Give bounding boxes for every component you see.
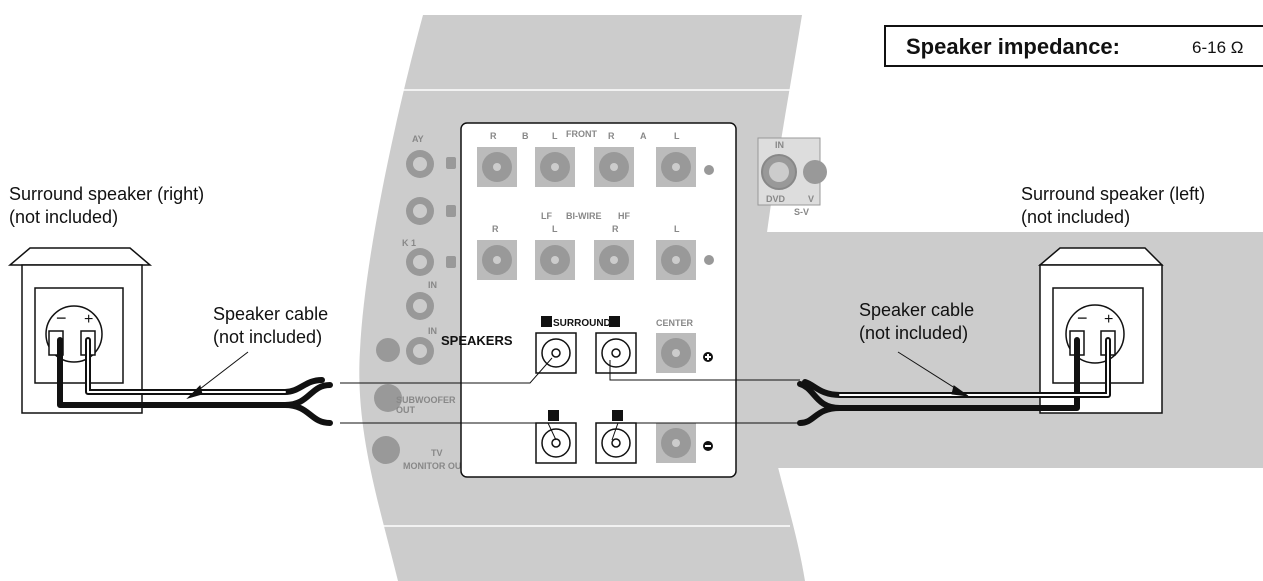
svg-text:+: + [1104,311,1113,328]
surround-label: SURROUND [553,318,611,329]
svg-text:−: − [1077,308,1088,328]
svg-text:AY: AY [412,134,424,144]
svg-text:−: − [56,308,67,328]
cable-pointer-right [186,351,249,400]
svg-text:L: L [674,224,680,234]
bi-wire-lf-label: LF [541,211,552,221]
impedance-label: Speaker impedance: [906,34,1120,59]
impedance-box: Speaker impedance: 6-16 Ω [884,25,1263,67]
speaker-right [7,247,153,414]
speaker-left-label-2: (not included) [1021,207,1131,227]
svg-text:IN: IN [428,326,437,336]
front-terminals-negative [477,240,696,280]
speaker-left-label-1: Surround speaker (left) [1021,184,1206,204]
svg-text:OUT: OUT [396,405,416,415]
impedance-value: 6-16 Ω [1192,38,1244,57]
bi-wire-label: BI-WIRE [566,211,602,221]
speaker-right-label-2: (not included) [9,207,119,227]
speaker-cable-left [797,337,1111,426]
svg-text:L: L [552,131,558,141]
svg-text:K 1: K 1 [402,238,416,248]
dvd-label: DVD [766,194,786,204]
svg-text:TV: TV [431,448,443,458]
s-v-label: S-V [794,207,809,217]
svg-text:B: B [522,131,529,141]
svg-text:R: R [612,224,619,234]
svg-text:A: A [640,131,647,141]
surround-terminal-right-positive [535,332,577,374]
bi-wire-hf-label: HF [618,211,630,221]
cable-pointer-left [897,351,969,397]
v-label: V [808,194,814,204]
front-terminals-positive [477,147,696,187]
cable-left-label-2: (not included) [859,323,969,343]
speaker-right-label-1: Surround speaker (right) [9,184,205,204]
svg-text:R: R [492,224,499,234]
side-panel-right [752,232,1263,468]
svg-text:R: R [490,131,497,141]
cable-left-label-1: Speaker cable [859,300,975,320]
center-label: CENTER [656,318,694,328]
cable-right-label-2: (not included) [213,327,323,347]
svg-text:L: L [674,131,680,141]
surround-terminal-left-positive [595,332,637,374]
speaker-cable-right [57,337,333,426]
speakers-label: SPEAKERS [441,333,513,348]
svg-text:SUBWOOFER: SUBWOOFER [396,395,456,405]
svg-text:R: R [608,131,615,141]
dvd-in-label: IN [775,140,784,150]
cable-right-label-1: Speaker cable [213,304,329,324]
svg-text:+: + [84,311,93,328]
thin-wires [340,357,800,441]
front-label: FRONT [566,129,597,139]
surround-terminal-right-negative [535,422,577,464]
svg-text:MONITOR OUT: MONITOR OUT [403,461,467,471]
svg-text:L: L [552,224,558,234]
speaker-terminal-panel [460,122,737,478]
svg-text:IN: IN [428,280,437,290]
